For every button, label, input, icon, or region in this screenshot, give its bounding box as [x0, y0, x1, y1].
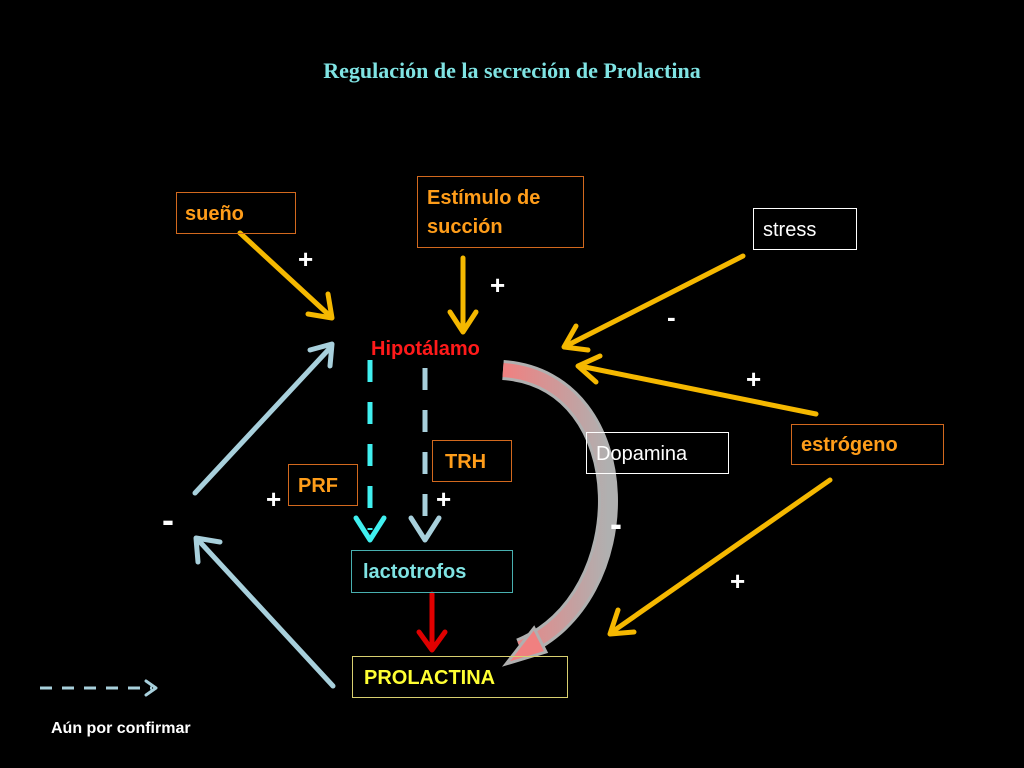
- hipotalamo-label: Hipotálamo: [371, 338, 480, 360]
- arrow-feedback-upper: [192, 341, 335, 496]
- arrow-sueno-to-hipotalamo: [237, 230, 335, 321]
- arrow-estimulo-to-hipotalamo: [447, 255, 479, 335]
- sueno-box: sueño: [176, 192, 296, 234]
- arrow-feedback-lower: [193, 535, 336, 689]
- sign-prf: +: [266, 484, 282, 514]
- estimulo-box: Estímulo de succión: [417, 176, 584, 248]
- stress-box: stress: [753, 208, 857, 250]
- arrow-estrogeno-to-prolactina: [607, 477, 833, 637]
- sueno-label: sueño: [185, 203, 244, 225]
- sign-feedback: -: [162, 499, 174, 540]
- prolactina-label: PROLACTINA: [364, 667, 496, 689]
- arrow-trh-dashed: [408, 368, 442, 543]
- sign-dopamina: -: [610, 503, 622, 544]
- stress-label: stress: [763, 219, 817, 241]
- sign-estrogeno-prolactina: +: [730, 566, 746, 596]
- arrow-prf-dashed: [353, 360, 387, 543]
- estimulo-label-line2: succión: [427, 216, 503, 238]
- dopamina-box: Dopamina: [586, 432, 729, 474]
- sign-stress: -: [667, 302, 676, 332]
- sign-estimulo: +: [490, 270, 506, 300]
- sign-sueno: +: [298, 244, 314, 274]
- legend-label: Aún por confirmar: [51, 720, 191, 737]
- dopamina-label: Dopamina: [596, 443, 688, 465]
- lactotrofos-box: lactotrofos: [351, 550, 513, 593]
- arrow-dopamina-curved: [501, 360, 618, 667]
- sign-trh: +: [436, 484, 452, 514]
- sign-estrogeno-hipotalamo: +: [746, 364, 762, 394]
- diagram-title: Regulación de la secreción de Prolactina: [323, 58, 701, 83]
- arrow-estrogeno-to-hipotalamo: [575, 353, 819, 417]
- trh-label: TRH: [445, 451, 487, 473]
- trh-box: TRH: [432, 440, 512, 482]
- prf-box: PRF: [288, 464, 358, 506]
- prf-label: PRF: [298, 475, 338, 497]
- legend-dashed-arrow: [40, 679, 158, 697]
- estrogeno-box: estrógeno: [791, 424, 944, 465]
- prolactina-box: PROLACTINA: [352, 656, 568, 698]
- estimulo-label-line1: Estímulo de: [427, 187, 541, 209]
- lactotrofos-label: lactotrofos: [363, 561, 467, 583]
- arrow-stress-to-hipotalamo: [561, 253, 746, 353]
- arrow-lactotrofos-to-prolactina: [416, 591, 448, 653]
- estrogeno-label: estrógeno: [801, 434, 898, 456]
